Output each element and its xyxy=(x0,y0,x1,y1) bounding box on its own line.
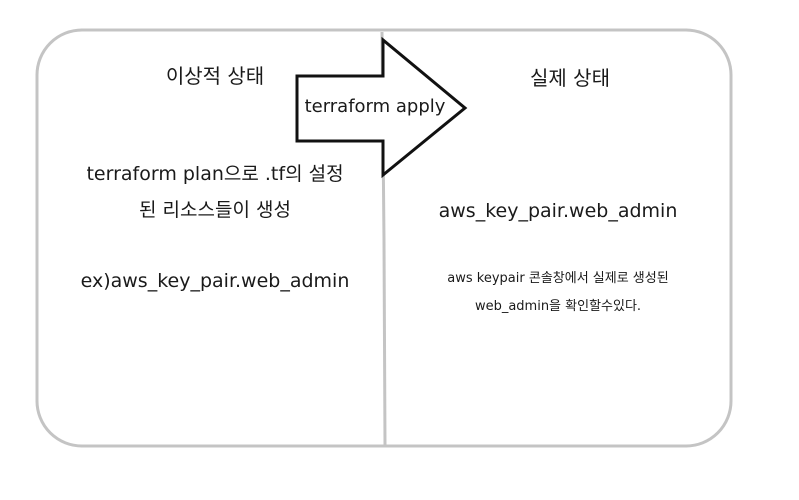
arrow-label: terraform apply xyxy=(304,96,446,117)
actual-state-description-line1: aws keypair 콘솔창에서 실제로 생성된 xyxy=(447,271,669,286)
ideal-state-example: ex)aws_key_pair.web_admin xyxy=(80,270,350,292)
actual-state-description: aws keypair 콘솔창에서 실제로 생성된 web_admin을 확인할… xyxy=(400,265,716,321)
actual-state-resource: aws_key_pair.web_admin xyxy=(438,200,678,222)
ideal-state-title: 이상적 상태 xyxy=(165,64,265,88)
apply-arrow xyxy=(295,36,468,179)
ideal-state-description-line1: terraform plan으로 .tf의 설정 xyxy=(86,163,344,185)
ideal-state-description: terraform plan으로 .tf의 설정 된 리소스들이 생성 xyxy=(60,156,370,228)
actual-state-description-line2: web_admin을 확인할수있다. xyxy=(474,299,642,314)
actual-state-title: 실제 상태 xyxy=(530,66,610,90)
ideal-state-description-line2: 된 리소스들이 생성 xyxy=(139,199,291,221)
